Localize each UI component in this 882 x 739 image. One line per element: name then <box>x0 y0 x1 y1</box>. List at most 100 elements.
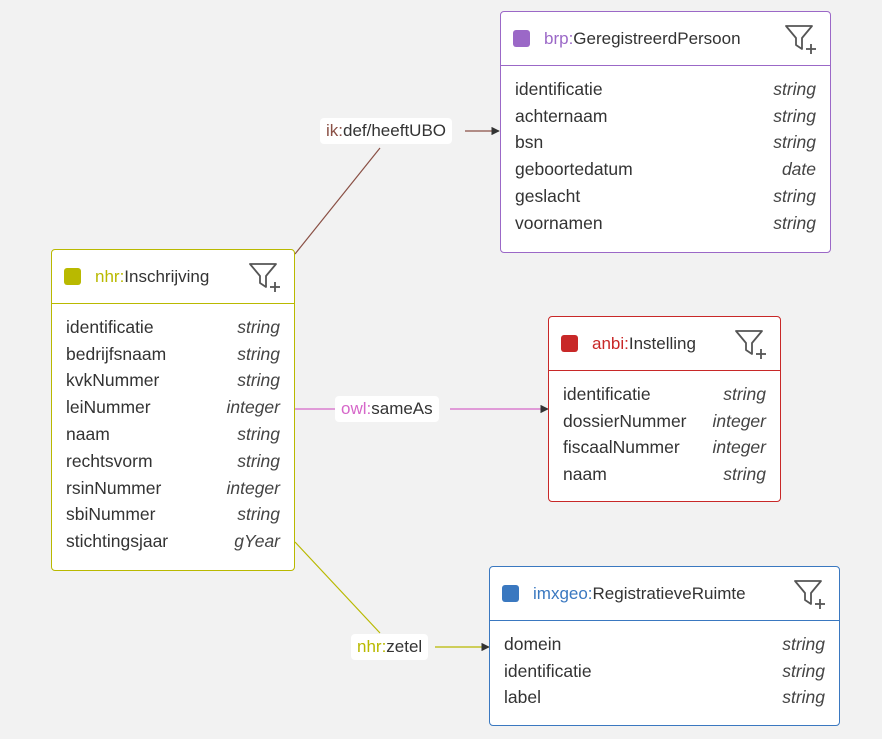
node-name: Inschrijving <box>124 266 210 286</box>
property-row[interactable]: identificatie string <box>563 381 766 408</box>
node-header[interactable]: anbi:Instelling <box>549 317 780 371</box>
property-row[interactable]: sbiNummer string <box>66 502 280 529</box>
property-row[interactable]: bedrijfsnaam string <box>66 341 280 368</box>
node-prefix: nhr: <box>95 266 125 286</box>
property-name: identificatie <box>504 660 592 681</box>
node-header[interactable]: brp:GeregistreerdPersoon <box>501 12 830 66</box>
property-type: string <box>237 424 280 445</box>
property-row[interactable]: bsn string <box>515 130 816 157</box>
property-row[interactable]: stichtingsjaar gYear <box>66 528 280 555</box>
filter-plus-icon[interactable] <box>248 261 282 293</box>
property-type: string <box>773 78 816 99</box>
property-type: integer <box>226 397 280 418</box>
edge-prefix: nhr: <box>357 637 387 656</box>
property-name: identificatie <box>563 383 651 404</box>
property-name: rechtsvorm <box>66 450 153 471</box>
class-color-swatch <box>502 585 519 602</box>
property-row[interactable]: domein string <box>504 631 825 658</box>
node-prefix: brp: <box>544 28 574 48</box>
property-row[interactable]: rsinNummer integer <box>66 475 280 502</box>
node-prefix: imxgeo: <box>533 583 593 603</box>
edge-name: sameAs <box>371 399 433 418</box>
property-name: achternaam <box>515 105 608 126</box>
property-type: string <box>237 450 280 471</box>
property-name: fiscaalNummer <box>563 437 680 458</box>
property-row[interactable]: dossierNummer integer <box>563 408 766 435</box>
property-row[interactable]: identificatie string <box>504 658 825 685</box>
edge-zetel-line[interactable] <box>294 541 381 634</box>
property-name: geslacht <box>515 186 581 207</box>
property-type: string <box>782 633 825 654</box>
node-header[interactable]: imxgeo:RegistratieveRuimte <box>490 567 839 621</box>
node-name: Instelling <box>628 333 696 353</box>
node-title: imxgeo:RegistratieveRuimte <box>533 584 746 604</box>
node-instelling[interactable]: anbi:Instelling identificatie string dossi… <box>548 316 781 502</box>
property-type: string <box>237 343 280 364</box>
property-name: kvkNummer <box>66 370 160 391</box>
node-name: GeregistreerdPersoon <box>573 28 741 48</box>
property-type: string <box>782 660 825 681</box>
property-name: rsinNummer <box>66 477 162 498</box>
property-name: label <box>504 687 541 708</box>
property-name: identificatie <box>515 78 603 99</box>
edge-name: zetel <box>386 637 423 656</box>
property-name: sbiNummer <box>66 504 156 525</box>
property-name: leiNummer <box>66 397 151 418</box>
edge-label-sameas[interactable]: owl:sameAs <box>335 396 439 422</box>
property-row[interactable]: rechtsvorm string <box>66 448 280 475</box>
node-title: nhr:Inschrijving <box>95 267 209 287</box>
node-title: anbi:Instelling <box>592 334 696 354</box>
edge-prefix: owl: <box>341 399 372 418</box>
edge-label-heeftubo[interactable]: ik:def/heeftUBO <box>320 118 453 144</box>
property-row[interactable]: achternaam string <box>515 103 816 130</box>
property-row[interactable]: naam string <box>563 461 766 488</box>
property-type: integer <box>226 477 280 498</box>
property-type: string <box>723 383 766 404</box>
property-name: stichtingsjaar <box>66 531 169 552</box>
node-header[interactable]: nhr:Inschrijving <box>52 250 294 304</box>
edge-label-zetel[interactable]: nhr:zetel <box>351 634 429 660</box>
property-name: naam <box>563 464 607 485</box>
property-row[interactable]: label string <box>504 685 825 712</box>
property-name: dossierNummer <box>563 410 687 431</box>
node-name: RegistratieveRuimte <box>592 583 746 603</box>
filter-plus-icon[interactable] <box>734 328 768 360</box>
property-type: integer <box>712 437 766 458</box>
filter-plus-icon[interactable] <box>793 578 827 610</box>
property-type: string <box>773 105 816 126</box>
property-row[interactable]: fiscaalNummer integer <box>563 435 766 462</box>
class-color-swatch <box>561 335 578 352</box>
property-type: string <box>782 687 825 708</box>
property-name: domein <box>504 633 562 654</box>
edge-heeftubo-line[interactable] <box>294 147 381 255</box>
property-list: identificatie string achternaam string bsn st… <box>501 66 830 237</box>
property-type: string <box>237 316 280 337</box>
property-type: string <box>237 504 280 525</box>
property-type: gYear <box>234 531 280 552</box>
property-type: integer <box>712 410 766 431</box>
property-name: geboortedatum <box>515 159 633 180</box>
class-color-swatch <box>513 30 530 47</box>
node-geregistreerd-persoon[interactable]: brp:GeregistreerdPersoon identificatie st… <box>500 11 831 253</box>
property-name: bedrijfsnaam <box>66 343 167 364</box>
property-type: string <box>773 186 816 207</box>
property-row[interactable]: leiNummer integer <box>66 394 280 421</box>
property-list: domein string identificatie string label stri… <box>490 621 839 711</box>
property-name: bsn <box>515 132 544 153</box>
property-type: string <box>723 464 766 485</box>
property-row[interactable]: geslacht string <box>515 183 816 210</box>
edge-name: def/heeftUBO <box>343 121 447 140</box>
filter-plus-icon[interactable] <box>784 23 818 55</box>
property-type: string <box>773 132 816 153</box>
property-row[interactable]: identificatie string <box>515 76 816 103</box>
